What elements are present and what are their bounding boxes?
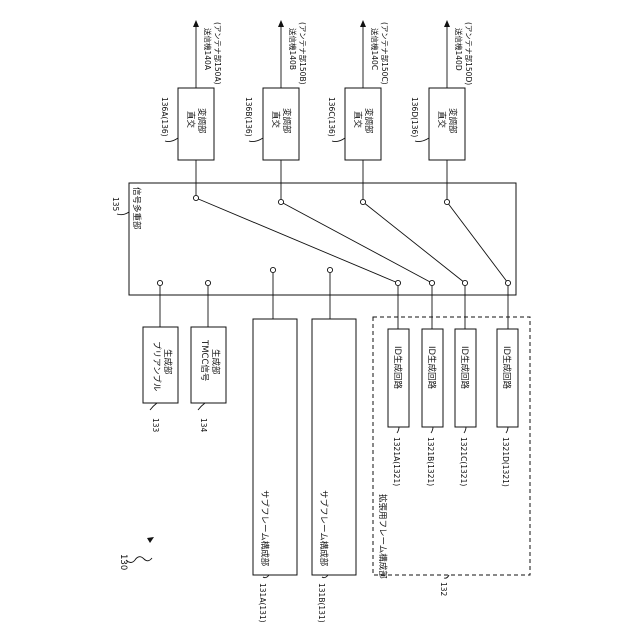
extension-ref: 132 xyxy=(439,582,448,597)
mux-node-out-d xyxy=(444,199,449,204)
mux-node-out-a xyxy=(193,195,198,200)
transmitter-outputs: 送信機140A (アンテナ部150A) 送信機140B (アンテナ部150B) … xyxy=(193,20,474,88)
tx-label-a-line1: 送信機140A xyxy=(203,28,213,71)
preamble-ref: 133 xyxy=(151,418,160,433)
id-circuit-b-leader xyxy=(431,427,433,433)
id-circuit-d-leader xyxy=(506,427,508,433)
tx-arrowhead-d xyxy=(444,20,450,27)
modulator-a-leader xyxy=(165,138,178,142)
modulator-c: 直交 変調部 136C(136) xyxy=(327,88,381,160)
mux-node-in-id-d xyxy=(505,280,510,285)
id-circuit-a: ID生成回路 1321A(1321) xyxy=(388,329,409,486)
id-circuit-b: ID生成回路 1321B(1321) xyxy=(422,329,443,486)
mux-route-c xyxy=(363,202,465,283)
id-circuit-d-ref: 1321D(1321) xyxy=(501,437,510,487)
mux-node-in-id-c xyxy=(462,280,467,285)
subframe-b-label: サブフレーム構成部 xyxy=(318,490,329,567)
modulator-b-label-line1: 直交 xyxy=(270,111,281,129)
modulator-d-label-line1: 直交 xyxy=(436,111,447,129)
id-circuit-a-leader xyxy=(397,427,399,433)
figure-ref-label: 130 xyxy=(118,554,128,570)
modulator-a-box xyxy=(178,88,214,160)
figure-ref-squiggle xyxy=(126,557,152,563)
mux-route-b xyxy=(281,202,432,283)
subframe-b-ref: 131B(131) xyxy=(317,583,326,623)
multiplexer-output-lines xyxy=(196,160,508,283)
modulator-d-label-line2: 変調部 xyxy=(447,108,458,134)
signal-multiplexer: 信号多重部 135 xyxy=(111,183,516,295)
preamble-label-line2: 生成部 xyxy=(162,349,173,375)
tx-arrowhead-c xyxy=(360,20,366,27)
id-circuit-c-ref: 1321C(1321) xyxy=(459,437,468,486)
multiplexer-label: 信号多重部 xyxy=(131,187,142,230)
modulator-a-label-line1: 直交 xyxy=(185,111,196,129)
tmcc-label-line2: 生成部 xyxy=(210,349,221,375)
modulator-c-label-line2: 変調部 xyxy=(363,108,374,134)
tmcc-generator: TMCC信号 生成部 134 xyxy=(191,327,226,433)
modulator-b-label-line2: 変調部 xyxy=(281,108,292,134)
mux-node-in-id-b xyxy=(429,280,434,285)
modulator-a: 直交 変調部 136A(136) xyxy=(160,88,214,160)
figure-ref-arrowhead xyxy=(147,537,154,543)
subframe-configurator-a: サブフレーム構成部 131A(131) xyxy=(253,319,297,623)
multiplexer-box xyxy=(129,183,516,295)
id-circuit-c: ID生成回路 1321C(1321) xyxy=(455,329,476,486)
tx-label-a-line2: (アンテナ部150A) xyxy=(213,22,223,85)
id-circuit-a-ref: 1321A(1321) xyxy=(392,437,401,486)
modulator-b: 直交 変調部 136B(136) xyxy=(244,88,299,160)
tx-label-d-line2: (アンテナ部150D) xyxy=(464,22,474,85)
modulator-c-box xyxy=(345,88,381,160)
mux-node-in-subframe-b xyxy=(327,267,332,272)
mux-node-in-subframe-a xyxy=(270,267,275,272)
id-circuit-c-label: ID生成回路 xyxy=(459,346,470,390)
multiplexer-leader xyxy=(117,212,129,215)
id-circuit-d: ID生成回路 1321D(1321) xyxy=(497,329,518,487)
mux-node-in-id-a xyxy=(395,280,400,285)
modulator-d-box xyxy=(429,88,465,160)
id-circuit-c-leader xyxy=(464,427,466,433)
modulator-d-ref: 136D(136) xyxy=(410,97,419,137)
mux-route-d xyxy=(447,202,508,283)
tmcc-ref: 134 xyxy=(199,418,208,433)
tx-label-b-line2: (アンテナ部150B) xyxy=(298,22,308,85)
preamble-generator: プリアンブル 生成部 133 xyxy=(143,327,178,433)
multiplexer-nodes xyxy=(157,195,510,285)
modulator-c-ref: 136C(136) xyxy=(327,97,336,137)
tx-label-c-line1: 送信機140C xyxy=(370,28,380,70)
tmcc-label-line1: TMCC信号 xyxy=(199,339,210,381)
id-circuit-d-label: ID生成回路 xyxy=(501,346,512,390)
mux-node-in-preamble xyxy=(157,280,162,285)
modulator-b-ref: 136B(136) xyxy=(244,97,253,137)
mux-node-out-c xyxy=(360,199,365,204)
modulator-c-leader xyxy=(332,138,345,142)
subframe-a-ref: 131A(131) xyxy=(258,583,267,623)
tx-label-d-line1: 送信機140D xyxy=(454,28,464,71)
extension-label: 拡張用フレーム構成部 xyxy=(377,494,388,579)
modulator-c-label-line1: 直交 xyxy=(352,111,363,129)
modulator-b-box xyxy=(263,88,299,160)
id-circuit-b-ref: 1321B(1321) xyxy=(426,437,435,486)
preamble-label-line1: プリアンブル xyxy=(151,341,162,392)
modulator-d-leader xyxy=(415,138,429,142)
modulator-d: 直交 変調部 136D(136) xyxy=(410,88,465,160)
modulator-b-leader xyxy=(249,138,263,142)
tx-label-b-line1: 送信機140B xyxy=(288,28,298,70)
tx-arrowhead-a xyxy=(193,20,199,27)
mux-node-in-tmcc xyxy=(205,280,210,285)
mux-node-out-b xyxy=(278,199,283,204)
tmcc-leader xyxy=(198,403,205,410)
figure-ref-130: 130 xyxy=(118,537,154,570)
subframe-a-label: サブフレーム構成部 xyxy=(259,490,270,567)
subframe-configurator-b: サブフレーム構成部 131B(131) xyxy=(312,319,356,623)
multiplexer-ref: 135 xyxy=(111,197,120,212)
tx-arrowhead-b xyxy=(278,20,284,27)
modulator-a-label-line2: 変調部 xyxy=(196,108,207,134)
tx-label-c-line2: (アンテナ部150C) xyxy=(380,22,390,85)
id-circuit-a-label: ID生成回路 xyxy=(392,346,403,390)
preamble-leader xyxy=(150,403,157,410)
modulator-a-ref: 136A(136) xyxy=(160,97,169,137)
id-circuit-b-label: ID生成回路 xyxy=(426,346,437,390)
